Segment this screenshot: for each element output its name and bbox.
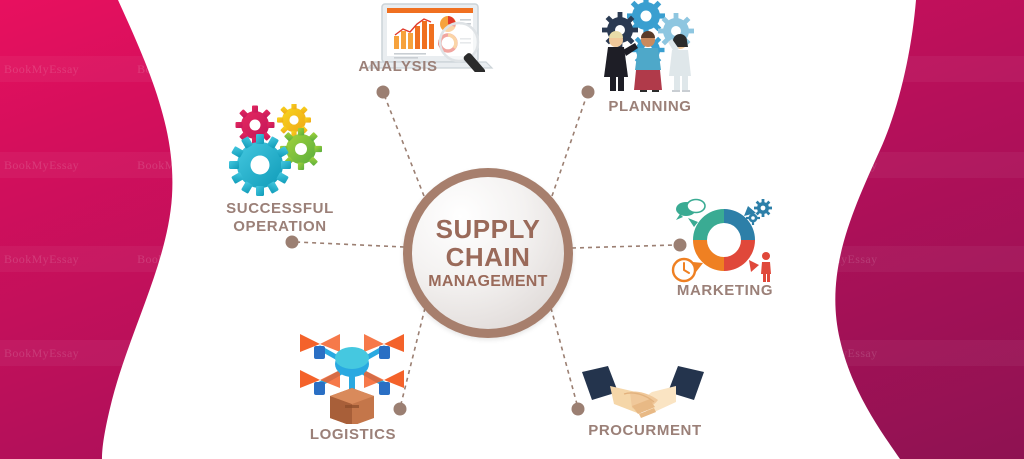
- delivery-drone-icon: [296, 326, 408, 424]
- handshake-icon: [580, 362, 706, 422]
- speech-bubble-donut-icon: [668, 196, 780, 284]
- node-label-logistics: LOGISTICS: [309, 426, 397, 443]
- people-gears-icon: [590, 0, 715, 92]
- center-hub-inner: SUPPLY CHAIN MANAGEMENT: [412, 177, 564, 329]
- node-label-analysis: ANALYSIS: [358, 58, 438, 75]
- connector-dot: [393, 402, 407, 416]
- node-label-planning: PLANNING: [608, 98, 692, 115]
- connector-dot: [285, 235, 299, 249]
- node-label-successful-operation: SUCCESSFUL OPERATION: [226, 200, 334, 235]
- connector-dot: [673, 238, 687, 252]
- colored-gears-icon: [218, 104, 338, 198]
- node-label-marketing: MARKETING: [676, 282, 774, 299]
- connector-dot: [571, 402, 585, 416]
- laptop-chart-magnifier-icon: [366, 2, 506, 72]
- center-hub[interactable]: SUPPLY CHAIN MANAGEMENT: [403, 168, 573, 338]
- center-title-line3: MANAGEMENT: [428, 273, 548, 291]
- center-title-line2: CHAIN: [445, 242, 531, 272]
- center-title-line1: SUPPLY: [435, 213, 541, 244]
- node-label-procurement: PROCURMENT: [588, 422, 702, 439]
- connector-dot: [581, 85, 595, 99]
- connector-dot: [376, 85, 390, 99]
